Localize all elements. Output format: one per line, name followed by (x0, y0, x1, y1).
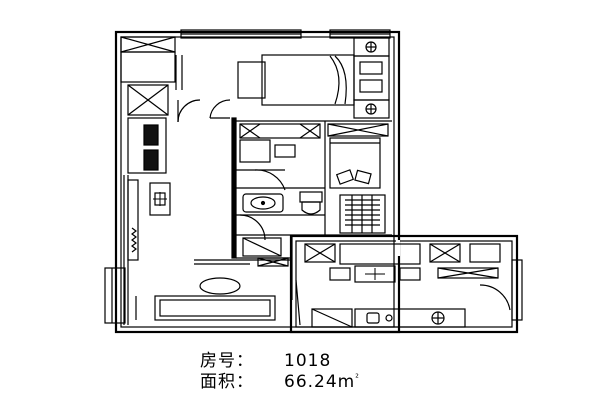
area-unit: m² (337, 372, 360, 392)
room-number-line: 房号： 1018 (200, 346, 331, 371)
nightstands (353, 37, 390, 119)
door-entrance (177, 99, 231, 123)
room-number-label: 房号： (200, 351, 254, 371)
room-number-value: 1018 (284, 351, 332, 371)
bathroom (239, 191, 386, 241)
living-room (135, 182, 276, 321)
storage-cabinets (120, 36, 183, 174)
dining-table (295, 243, 511, 326)
closet (194, 237, 290, 267)
interior-walls (231, 117, 392, 259)
area-line: 面积： 66.24m² (200, 367, 360, 392)
wardrobe (327, 123, 389, 189)
partition-walls (291, 236, 523, 321)
bed (237, 54, 355, 106)
desk (236, 123, 321, 191)
area-label: 面积： (200, 372, 254, 392)
window-left (104, 175, 139, 325)
area-value: 66.24 (284, 372, 338, 392)
kitchen-counter (311, 308, 466, 328)
